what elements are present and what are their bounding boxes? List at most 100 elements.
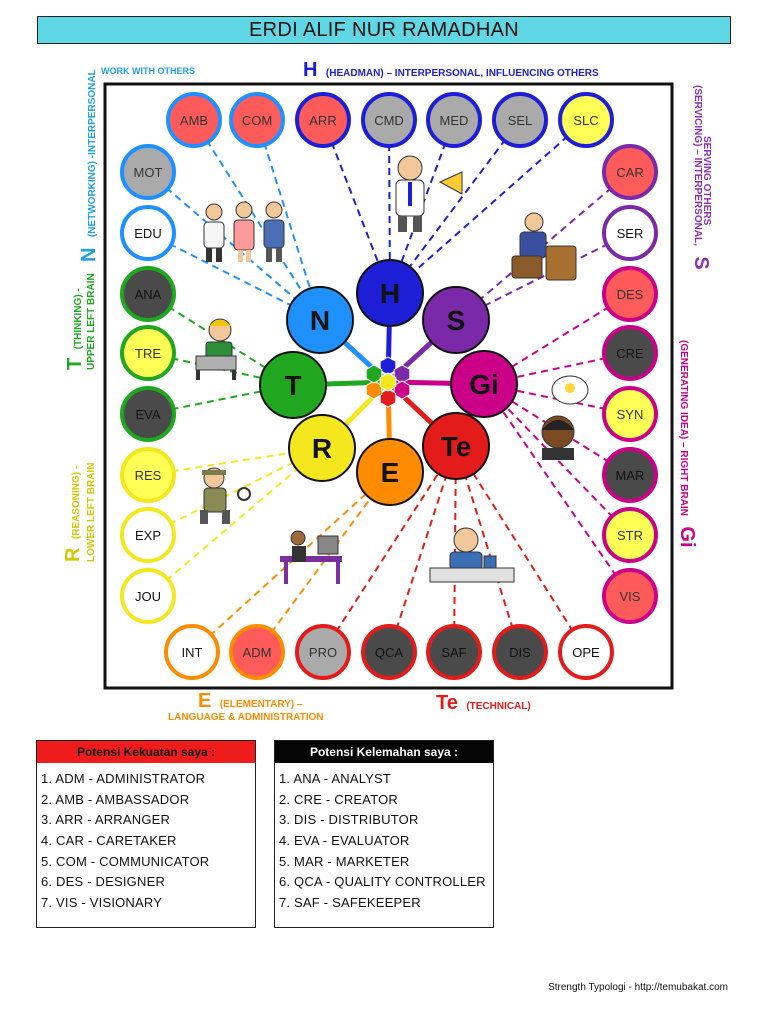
role-label-dis: DIS [509,645,531,660]
role-circle-dis [492,624,548,680]
role-circle-res [120,447,176,503]
role-circle-ana [120,266,176,322]
role-label-mot: MOT [134,165,163,180]
role-label-des: DES [617,287,644,302]
role-label-med: MED [440,113,469,128]
center-hexagon-e [365,380,383,400]
role-circle-jou [120,568,176,624]
e-desc-1: (ELEMENTARY) – [219,699,303,710]
technician-figure [429,527,515,583]
role-circle-med [426,92,482,148]
connector-amb [193,119,321,321]
detective-magnifier-figure [200,467,251,524]
role-circle-mot [120,144,176,200]
hub-label-te: Te [441,431,472,462]
hub-circle-h [356,259,424,327]
weaknesses-panel: Potensi Kelemahan saya : 1. ANA - ANALYS… [274,740,494,928]
connector-pro [322,445,457,653]
role-label-adm: ADM [243,645,272,660]
hub-label-e: E [381,457,400,488]
cartoon-figures [195,155,589,584]
role-circle-car [602,144,658,200]
porter-luggage-figure [511,212,577,281]
list-item: 2. AMB - AMBASSADOR [41,791,190,807]
footer-credit: Strength Typologi - http://temubakat.com [548,982,728,993]
role-label-jou: JOU [135,589,161,604]
role-circle-vis [602,568,658,624]
center-hexagon-te [379,388,397,408]
headman-megaphone-figure [395,155,463,232]
role-label-sel: SEL [508,113,533,128]
role-label-pro: PRO [309,645,337,660]
role-label-int: INT [182,645,203,660]
role-label-ser: SER [617,226,644,241]
role-circle-syn [602,386,658,442]
role-label-car: CAR [616,165,643,180]
center-hexagon-gi [393,380,411,400]
role-label-amb: AMB [180,113,208,128]
strengths-panel: Potensi Kekuatan saya : 1. ADM - ADMINIS… [36,740,256,928]
role-label-slc: SLC [573,113,598,128]
list-item: 5. MAR - MARKETER [279,853,410,869]
role-circle-saf [426,624,482,680]
list-item: 7. SAF - SAFEKEEPER [279,895,421,911]
list-item: 1. ADM - ADMINISTRATOR [41,771,206,786]
list-item: 4. CAR - CARETAKER [41,833,177,849]
hub-circle-te [422,412,490,480]
role-label-com: COM [242,113,272,128]
e-letter: E [198,690,212,712]
role-circle-arr [295,92,351,148]
work-with-others-label: WORK WITH OTHERS [101,66,195,76]
networking-people-figure [203,201,285,262]
role-label-exp: EXP [135,528,161,543]
role-circle-tre [120,325,176,381]
connector-jou [147,447,323,597]
role-label-edu: EDU [134,226,161,241]
strengths-list: 1. ADM - ADMINISTRATOR 2. AMB - AMBASSAD… [37,769,255,914]
role-label-cre: CRE [616,346,644,361]
list-item: 6. DES - DESIGNER [41,874,166,890]
hub-label-n: N [310,305,330,336]
connector-des [483,293,631,385]
role-circle-cre [602,325,658,381]
hub-circle-r [288,414,356,482]
role-label-tre: TRE [135,346,161,361]
role-circle-adm [229,624,285,680]
center-hexagon-t [365,364,383,384]
list-item: 1. ANA - ANALYST [279,771,392,786]
h-category-label: H (HEADMAN) – INTERPERSONAL, INFLUENCING… [303,59,599,82]
hub-circle-e [356,438,424,506]
role-label-qca: QCA [375,645,404,660]
thinking-reader-figure [195,318,237,380]
role-label-saf: SAF [441,645,466,660]
list-item: 2. CRE - CREATOR [279,791,399,807]
center-hexagon-r [379,372,397,392]
te-desc: (TECHNICAL) [466,701,531,712]
role-circle-amb [166,92,222,148]
hub-label-h: H [380,278,400,309]
role-label-cmd: CMD [374,113,404,128]
hub-circle-n [286,286,354,354]
role-label-ana: ANA [135,287,162,302]
te-category-label: Te (TECHNICAL) [436,692,531,715]
center-hexagon-s [393,364,411,384]
list-item: 3. ARR - ARRANGER [41,812,171,828]
role-label-vis: VIS [620,589,641,604]
connector-slc [389,119,587,294]
role-circle-pro [295,624,351,680]
weaknesses-header: Potensi Kelemahan saya : [275,741,493,763]
role-label-eva: EVA [135,407,160,422]
connector-saf [453,445,457,653]
strengths-header: Potensi Kekuatan saya : [37,741,255,763]
role-circle-mar [602,447,658,503]
role-circle-cmd [361,92,417,148]
role-label-ope: OPE [572,645,600,660]
role-circle-int [164,624,220,680]
h-desc: (HEADMAN) – INTERPERSONAL, INFLUENCING O… [325,68,599,79]
list-item: 7. VIS - VISIONARY [41,895,163,911]
role-circle-edu [120,205,176,261]
role-circle-des [602,266,658,322]
